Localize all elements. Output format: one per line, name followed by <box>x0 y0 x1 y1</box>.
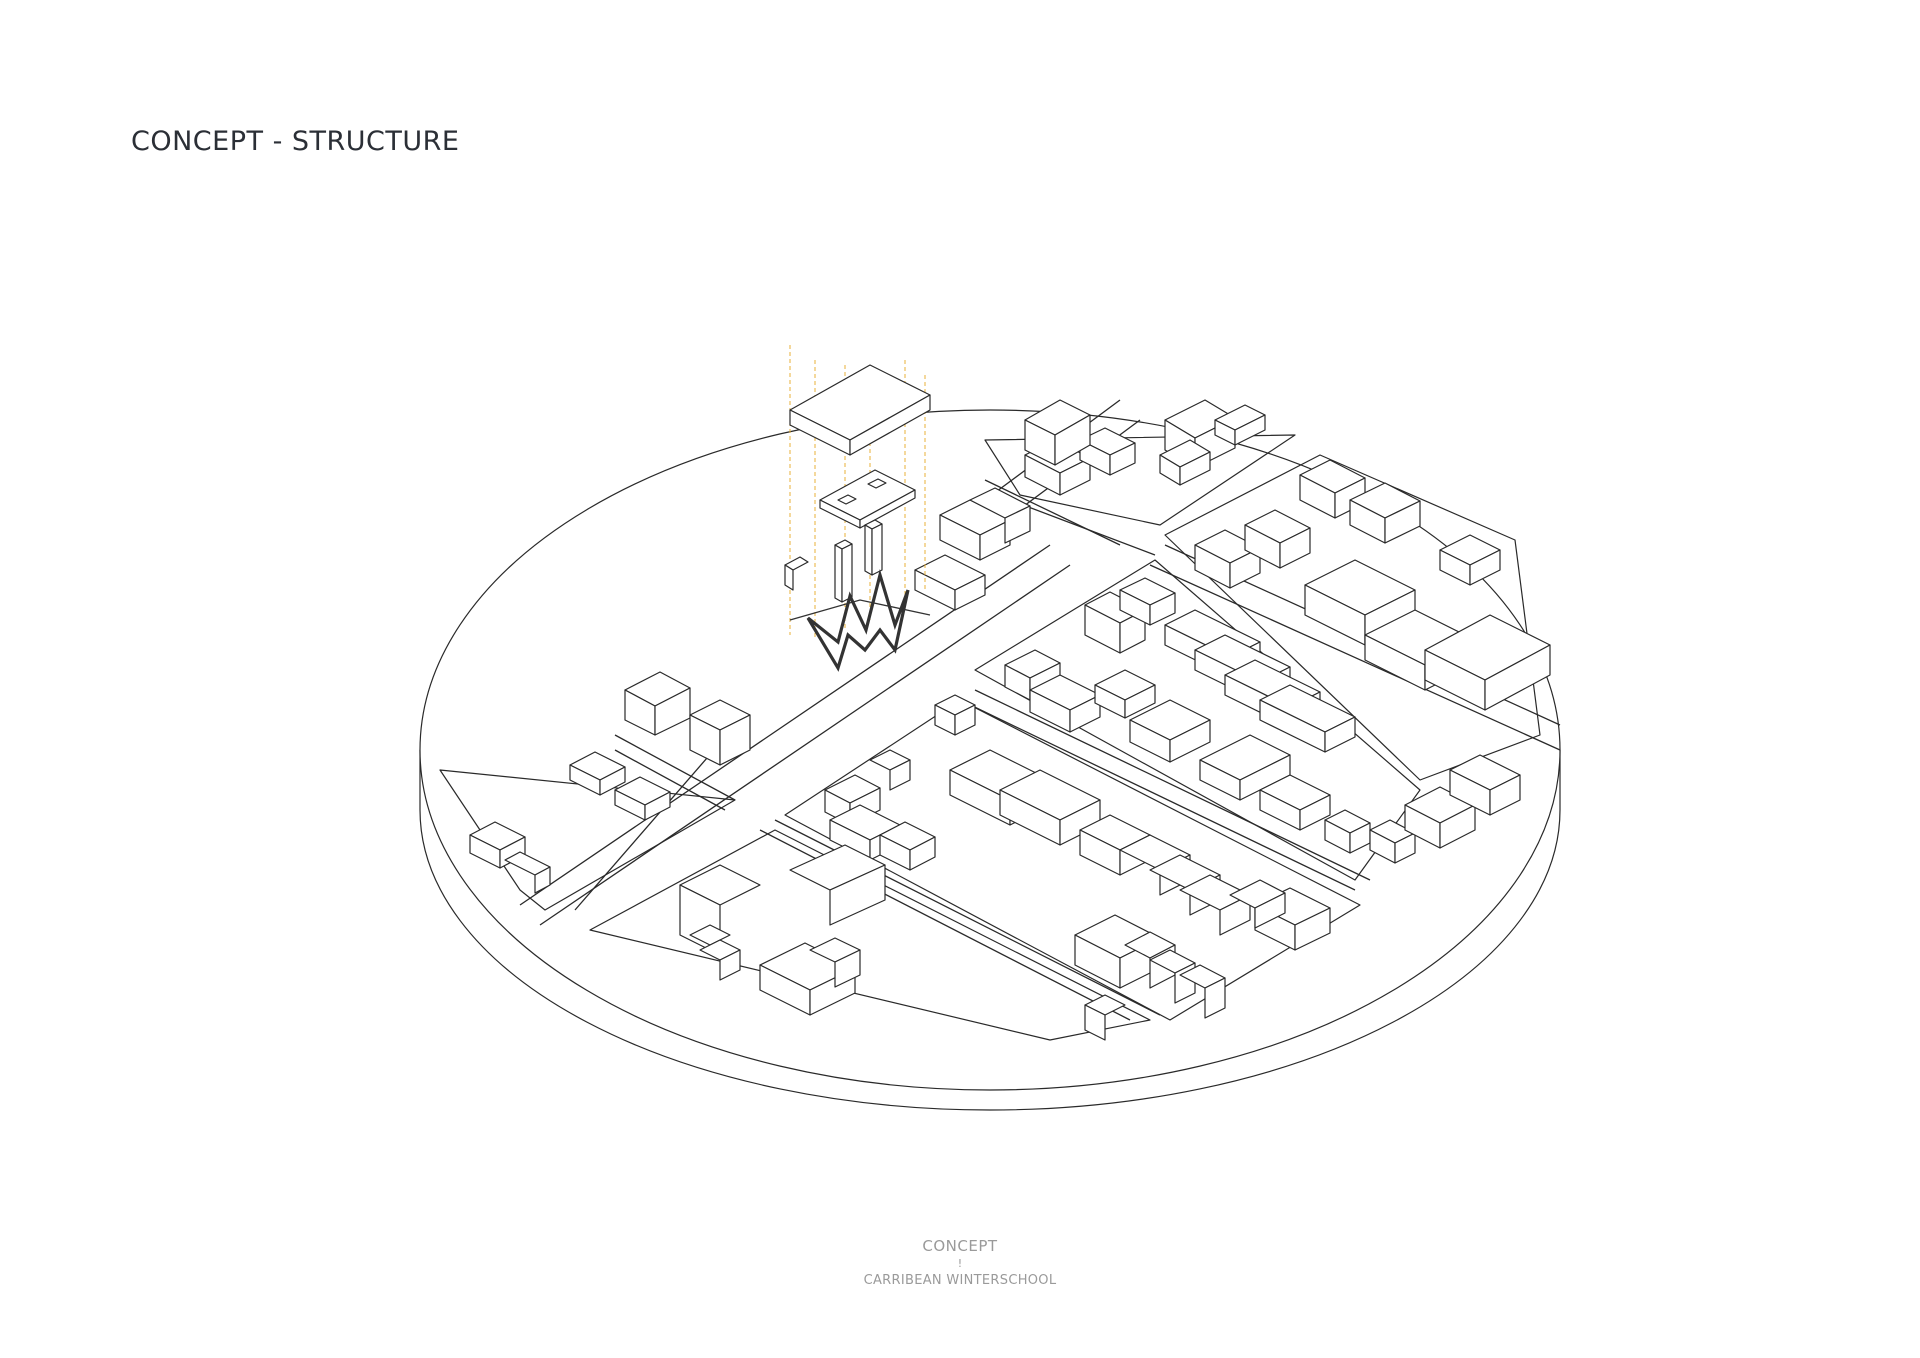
footer-separator: ! <box>957 1257 963 1270</box>
building-cluster-right <box>1194 459 1551 711</box>
building-cluster-upper-right <box>1159 399 1266 486</box>
buildings <box>469 399 1551 1041</box>
building-cluster-top-middle <box>914 399 1091 611</box>
concept-structure <box>784 345 931 672</box>
building-cluster-left-center <box>824 749 936 871</box>
building-cluster-left <box>469 671 751 894</box>
building-cluster-lower-middle <box>934 694 1331 1019</box>
footer-caption: CONCEPT ! CARRIBEAN WINTERSCHOOL <box>760 1235 1160 1291</box>
building-cluster-lower-left <box>679 844 1126 1041</box>
footer-concept-label: CONCEPT <box>922 1237 998 1255</box>
footer-school-label: CARRIBEAN WINTERSCHOOL <box>863 1273 1057 1288</box>
building-cluster-middle <box>1004 577 1521 864</box>
page-title: CONCEPT - STRUCTURE <box>131 126 460 157</box>
